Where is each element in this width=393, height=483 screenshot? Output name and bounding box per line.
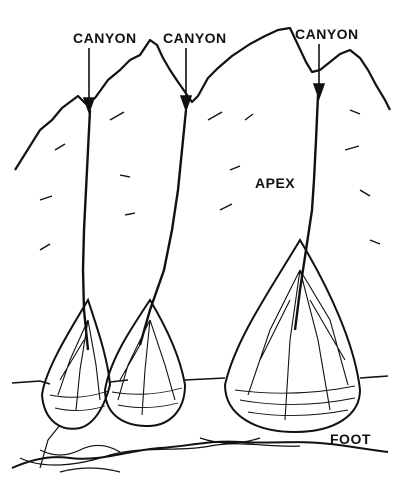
- foot-label: FOOT: [330, 431, 371, 447]
- canyon-channel-2: [140, 110, 186, 345]
- canyon-label-3: CANYON: [295, 26, 359, 42]
- alluvial-fan-3: [225, 240, 360, 432]
- fan-contours: [50, 386, 355, 416]
- canyon-arrow-2: [181, 48, 191, 110]
- canyon-arrow-1: [84, 48, 94, 112]
- apex-label: APEX: [255, 175, 295, 191]
- fan-2-distributaries: [118, 320, 175, 415]
- canyon-channel-1: [83, 110, 90, 350]
- mountain-ridge: [15, 28, 390, 170]
- foot-leader: [40, 425, 60, 468]
- ground-line: [12, 376, 388, 384]
- canyon-label-1: CANYON: [73, 30, 137, 46]
- fan-1-distributaries: [58, 320, 100, 410]
- ridge-spur: [40, 110, 380, 250]
- fan-3-distributaries: [248, 270, 348, 420]
- canyon-label-2: CANYON: [163, 30, 227, 46]
